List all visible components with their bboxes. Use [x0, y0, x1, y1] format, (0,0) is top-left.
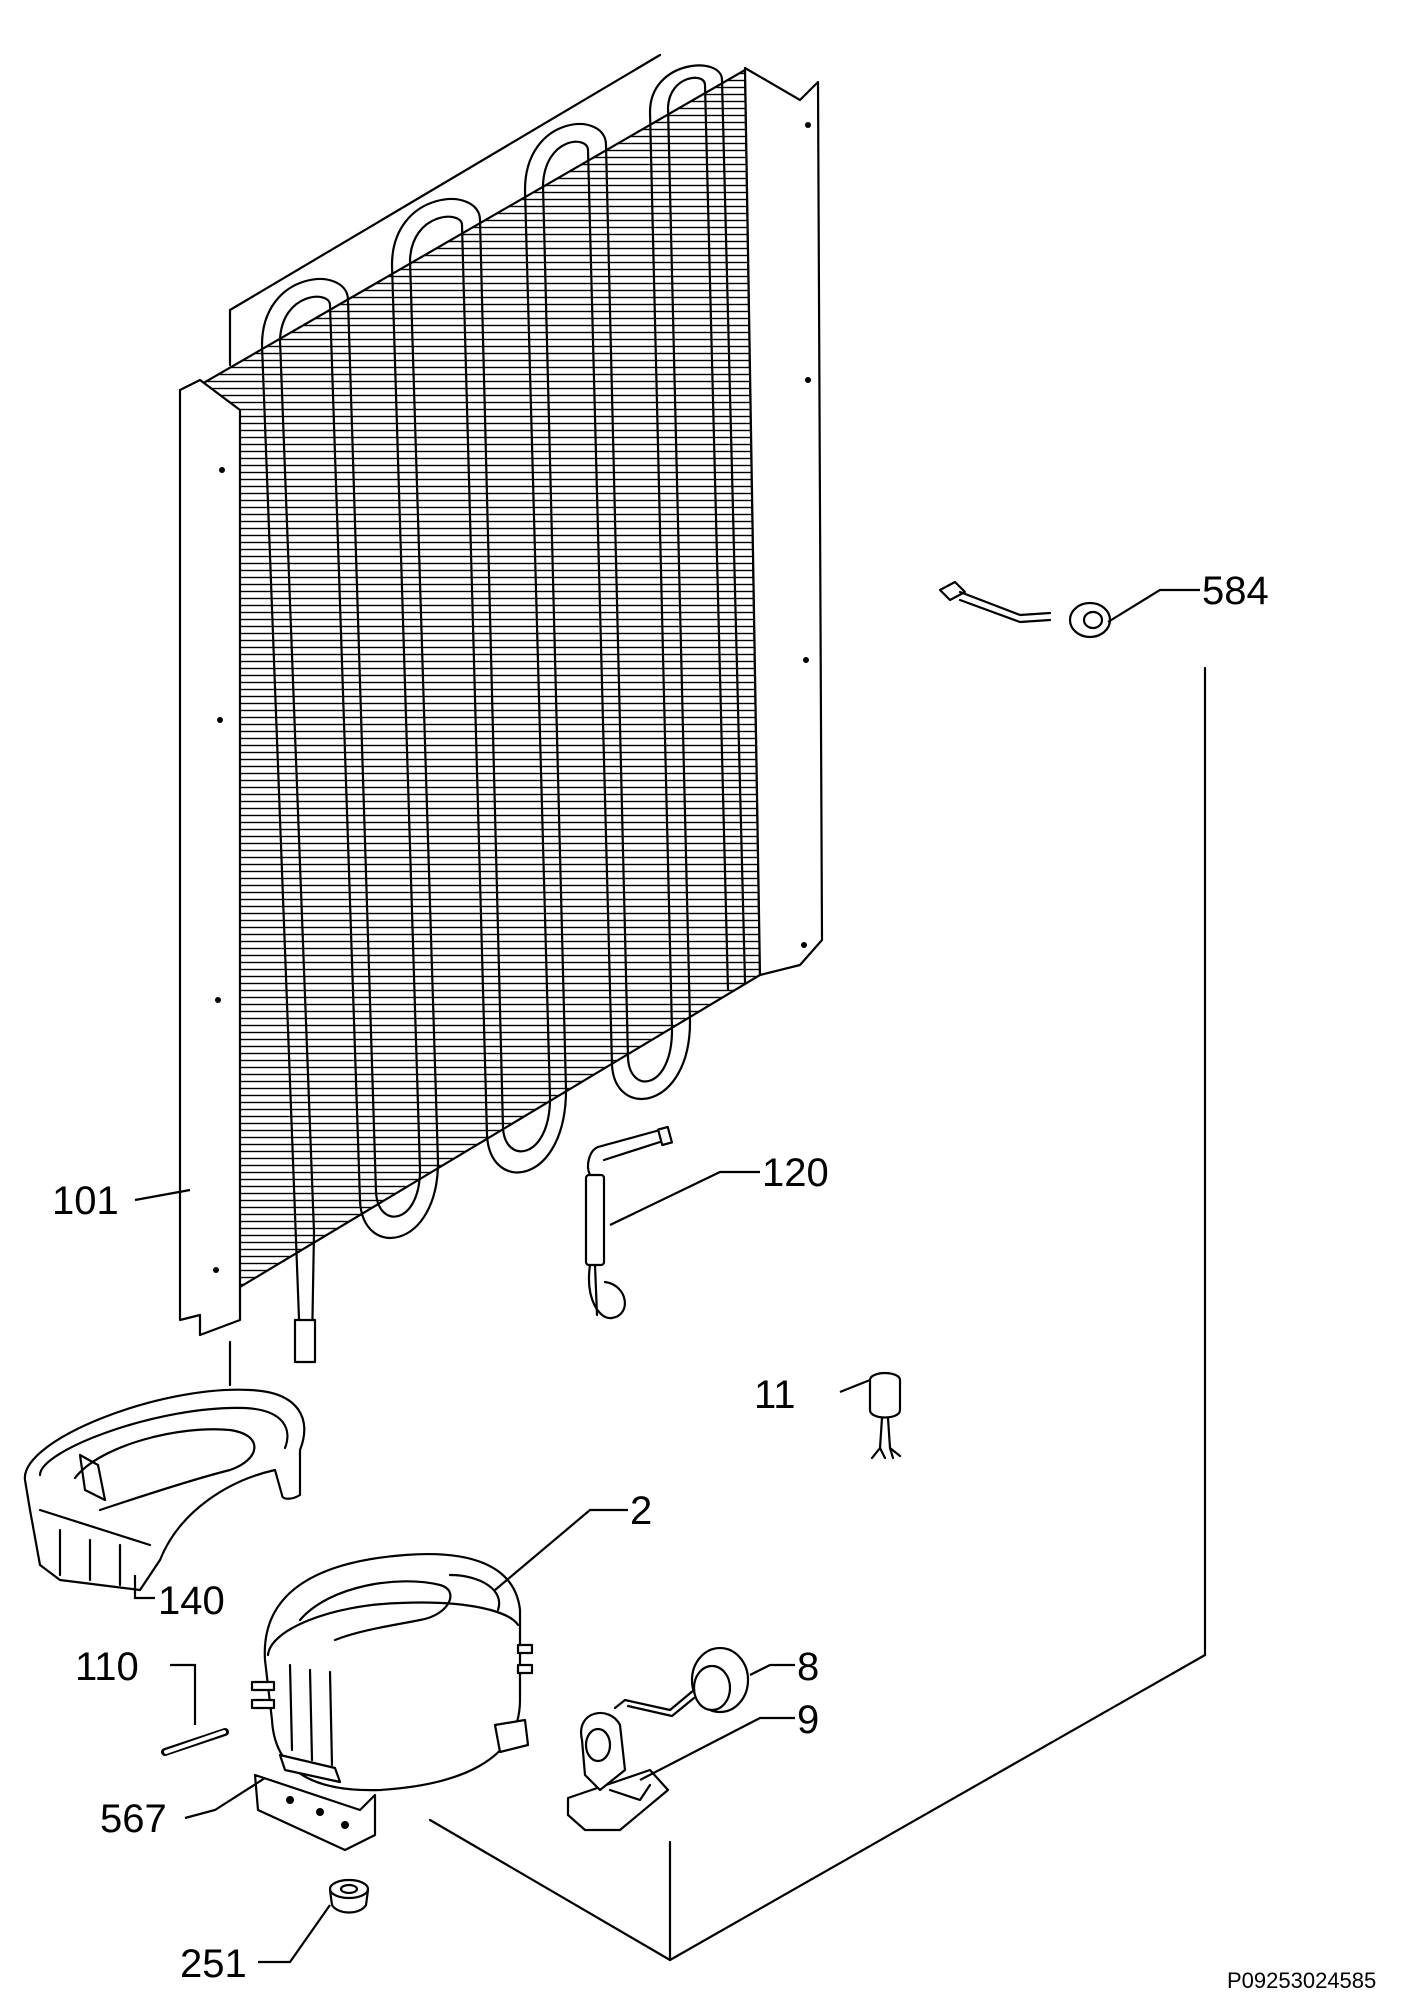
- compressor: [250, 1553, 534, 1852]
- cabinet-outline: [228, 53, 1207, 1962]
- part-label-11: 11: [754, 1373, 796, 1417]
- condenser-left-bracket: [178, 378, 242, 1337]
- small-component-part: [868, 1371, 902, 1460]
- part-label-8: 8: [797, 1645, 819, 1689]
- document-code: P09253024585: [1227, 1968, 1376, 1993]
- drip-tray: [23, 1340, 306, 1592]
- part-label-120: 120: [762, 1151, 829, 1195]
- leader-lines: [133, 588, 1200, 1964]
- part-label-2: 2: [630, 1489, 652, 1533]
- condenser: [178, 64, 824, 1364]
- pin-part: [161, 1728, 229, 1756]
- relay-part: [613, 1646, 750, 1718]
- sensor-cable-part: [584, 1125, 674, 1320]
- part-label-110: 110: [75, 1645, 139, 1689]
- part-label-140: 140: [158, 1579, 225, 1623]
- part-label-567: 567: [100, 1797, 167, 1841]
- part-label-584: 584: [1202, 569, 1269, 613]
- condenser-tube: [260, 64, 747, 1364]
- starter-housing-part: [566, 1711, 670, 1832]
- part-label-101: 101: [52, 1179, 119, 1223]
- condenser-right-bracket: [743, 66, 824, 977]
- part-label-9: 9: [797, 1698, 819, 1742]
- cable-grommet-part: [938, 580, 1112, 639]
- part-label-251: 251: [180, 1942, 247, 1986]
- nut-part: [328, 1878, 370, 1914]
